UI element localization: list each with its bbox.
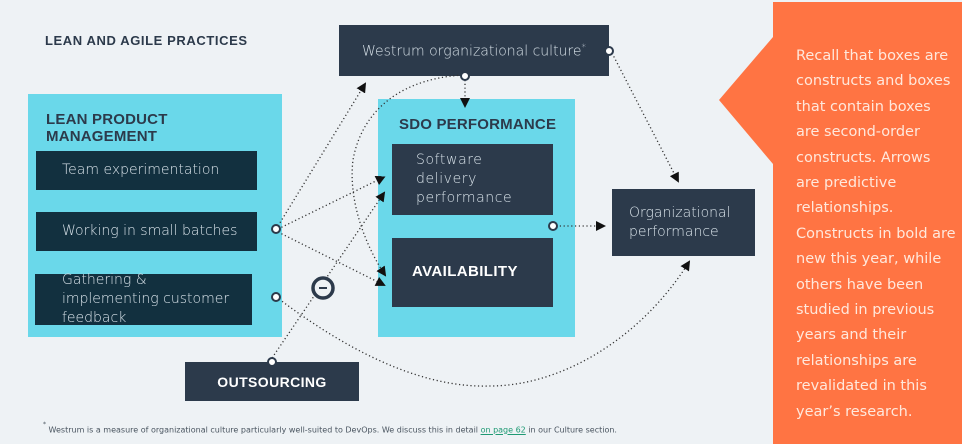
callout-shape — [719, 2, 962, 444]
section-title: LEAN AND AGILE PRACTICES — [45, 33, 248, 48]
footnote-text-after: in our Culture section. — [525, 425, 617, 435]
westrum-culture-text: Westrum organizational culture — [361, 43, 582, 60]
working-small-batches-box: Working in small batches — [36, 212, 257, 251]
footnote-text-before: Westrum is a measure of organizational c… — [48, 425, 481, 435]
westrum-culture-label: Westrum organizational culture* — [362, 39, 586, 62]
organizational-performance-label: Organizational performance — [629, 204, 731, 240]
team-experimentation-box: Team experimentation — [36, 151, 257, 190]
customer-feedback-label: Gathering & implementing customer feedba… — [62, 272, 230, 326]
lean-product-management-group: LEAN PRODUCT MANAGEMENT Team experimenta… — [28, 94, 282, 337]
footnote: * Westrum is a measure of organizational… — [43, 421, 617, 435]
westrum-footnote-marker: * — [581, 43, 587, 54]
westrum-culture-box: Westrum organizational culture* — [339, 25, 609, 76]
team-experimentation-label: Team experimentation — [62, 162, 220, 178]
footnote-page-link[interactable]: on page 62 — [480, 425, 526, 435]
lean-product-management-title: LEAN PRODUCT MANAGEMENT — [46, 111, 168, 145]
footnote-marker: * — [43, 421, 46, 428]
organizational-performance-box: Organizational performance — [612, 189, 755, 256]
customer-feedback-box: Gathering & implementing customer feedba… — [35, 272, 252, 326]
callout-text: Recall that boxes are constructs and box… — [796, 48, 956, 420]
working-small-batches-label: Working in small batches — [62, 223, 238, 239]
